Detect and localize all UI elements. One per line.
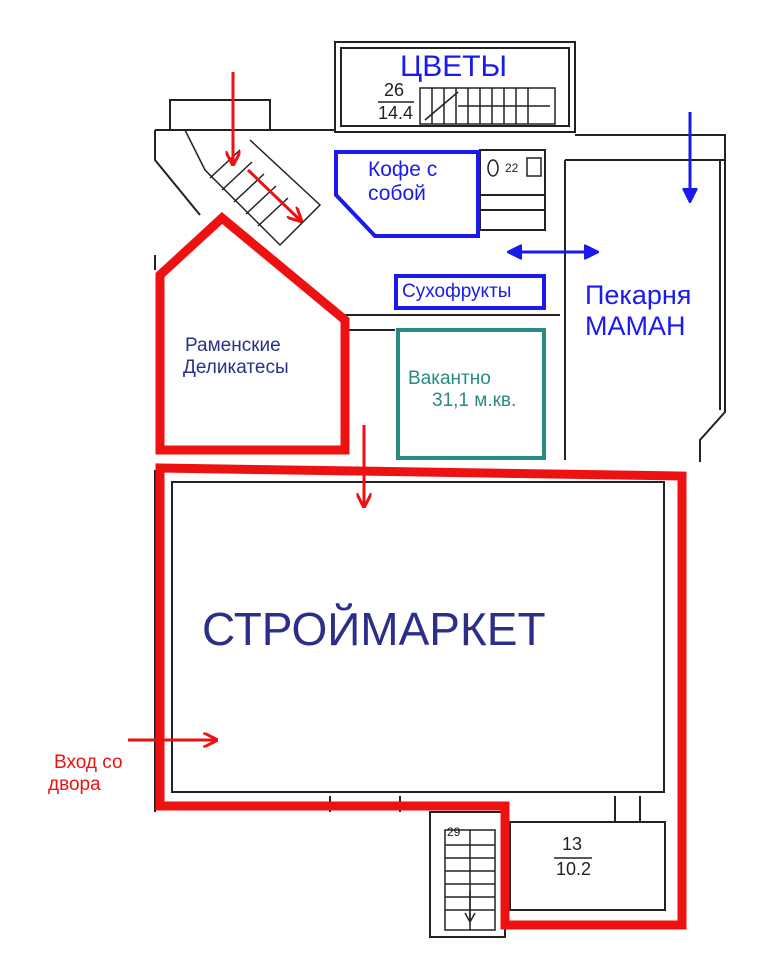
stroymarket-outline (155, 463, 687, 930)
dried-fruits-outline (394, 274, 546, 310)
coffee-label-line2: собой (368, 182, 426, 206)
bakery-label-line2: МАМАН (585, 311, 686, 342)
bakery-label-line1: Пекарня (585, 280, 692, 310)
entrance-label-line2: двора (48, 773, 101, 795)
room-number: 13 (562, 834, 583, 854)
wc-number: 22 (505, 161, 519, 175)
coffee-outline (334, 150, 480, 238)
bakery-label: Пекарня МАМАН (585, 280, 691, 342)
ramenskie-outline (155, 212, 350, 455)
staircase-bottom (444, 829, 496, 931)
vacant-outline (396, 328, 546, 460)
room-area: 10.2 (556, 859, 592, 879)
ramenskie-label-line1: Раменские (185, 335, 281, 356)
flowers-label: ЦВЕТЫ (400, 50, 508, 83)
stroymarket-label: СТРОЙМАРКЕТ (202, 603, 546, 655)
staircase-top (419, 87, 556, 125)
toilet-icon (487, 157, 542, 177)
vacant-label-line1: Вакантно (408, 368, 491, 389)
ramenskie-label-line2: Деликатесы (183, 356, 289, 378)
stair-number: 29 (447, 825, 461, 839)
entrance-label: Вход со двора (48, 752, 123, 796)
coffee-label: Кофе с собой (368, 158, 437, 206)
entrance-arrow-icon (246, 168, 300, 220)
room-area: 14.4 (378, 103, 414, 123)
room-number: 26 (384, 80, 405, 100)
coffee-label-line1: Кофе с (368, 158, 438, 181)
vacant-label: Вакантно 31,1 м.кв. (408, 368, 516, 412)
building-walls (154, 41, 726, 938)
ramenskie-label: Раменские Деликатесы (183, 335, 289, 379)
dried-fruits-label: Сухофрукты (402, 281, 512, 302)
entrance-label-line1: Вход со (54, 752, 123, 773)
vacant-label-line2: 31,1 м.кв. (432, 389, 517, 411)
